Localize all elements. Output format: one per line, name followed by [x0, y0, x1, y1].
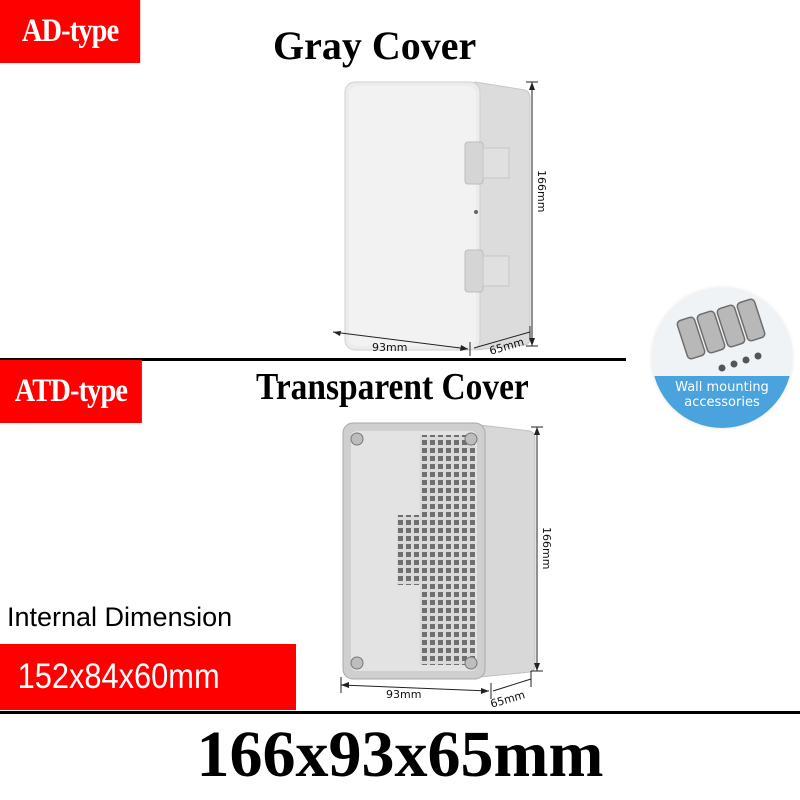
bottom-divider	[0, 711, 800, 714]
internal-dimension-value: 152x84x60mm	[17, 657, 220, 696]
ad-type-badge: AD-type	[0, 0, 141, 63]
ad-width-label: 93mm	[372, 341, 408, 354]
atd-type-badge: ATD-type	[0, 360, 142, 423]
transparent-cover-title: Transparent Cover	[256, 366, 529, 408]
wall-mount-bracket-icon	[676, 298, 766, 372]
section-divider	[0, 358, 626, 361]
transparent-cover-box-image	[340, 422, 543, 699]
overall-dimension: 166x93x65mm	[196, 718, 604, 791]
accessories-label-band	[652, 376, 792, 428]
atd-width-label: 93mm	[386, 688, 422, 701]
accessories-label-line1: Wall mounting	[675, 380, 769, 395]
gray-cover-box-image	[332, 81, 538, 356]
accessories-label: Wall mounting accessories	[652, 380, 792, 410]
atd-height-label: 166mm	[540, 527, 553, 570]
accessories-label-line2: accessories	[684, 395, 760, 410]
internal-dimension-label: Internal Dimension	[7, 602, 233, 632]
gray-cover-title: Gray Cover	[273, 23, 477, 68]
ad-type-label: AD-type	[21, 13, 119, 49]
internal-dimension-badge: 152x84x60mm	[0, 644, 296, 710]
ad-height-label: 166mm	[535, 170, 548, 213]
wall-mounting-accessories-badge: Wall mounting accessories	[652, 288, 792, 428]
atd-type-label: ATD-type	[14, 373, 128, 409]
